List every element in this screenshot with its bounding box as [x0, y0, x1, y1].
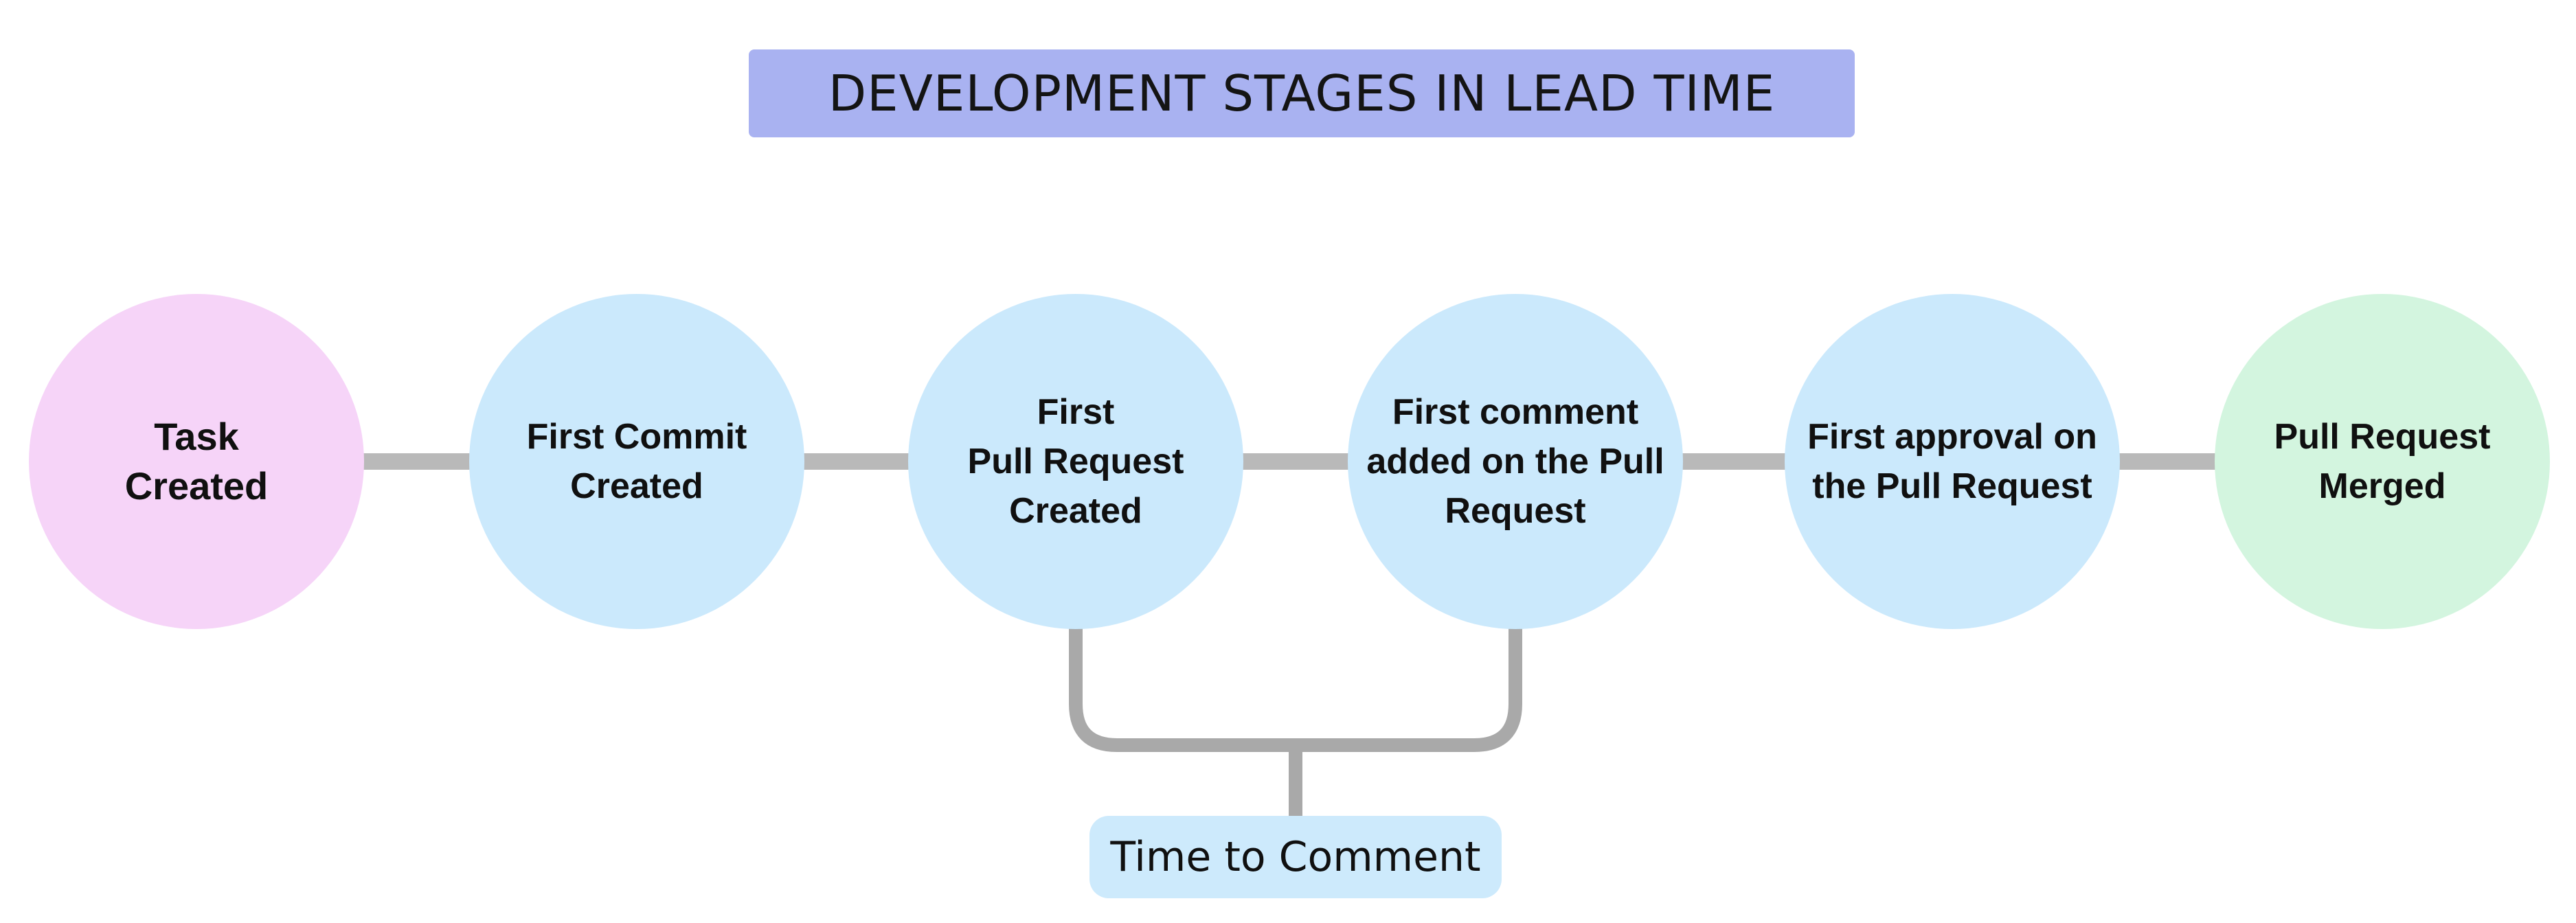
time-to-comment-label: Time to Comment — [1089, 816, 1502, 898]
stage-circle-first-commit-created: First Commit Created — [469, 294, 804, 629]
stage-circle-first-comment-added: First comment added on the Pull Request — [1348, 294, 1683, 629]
stage-label: Task Created — [124, 415, 269, 508]
stage-label: Pull Request Merged — [2274, 417, 2491, 506]
stage-label: First Commit Created — [526, 417, 747, 506]
stage-circle-pull-request-merged: Pull Request Merged — [2215, 294, 2550, 629]
page-title: DEVELOPMENT STAGES IN LEAD TIME — [828, 65, 1776, 122]
stage-label: First approval on the Pull Request — [1807, 417, 2097, 506]
stage-label: First comment added on the Pull Request — [1366, 392, 1664, 531]
title-banner: DEVELOPMENT STAGES IN LEAD TIME — [749, 49, 1855, 137]
stage-label: First Pull Request Created — [967, 392, 1184, 531]
annotation-text: Time to Comment — [1110, 833, 1481, 881]
time-to-comment-bracket — [1069, 611, 1522, 752]
stage-circle-first-pull-request-created: First Pull Request Created — [908, 294, 1243, 629]
stage-circle-task-created: Task Created — [29, 294, 364, 629]
stage-circle-first-approval: First approval on the Pull Request — [1785, 294, 2120, 629]
